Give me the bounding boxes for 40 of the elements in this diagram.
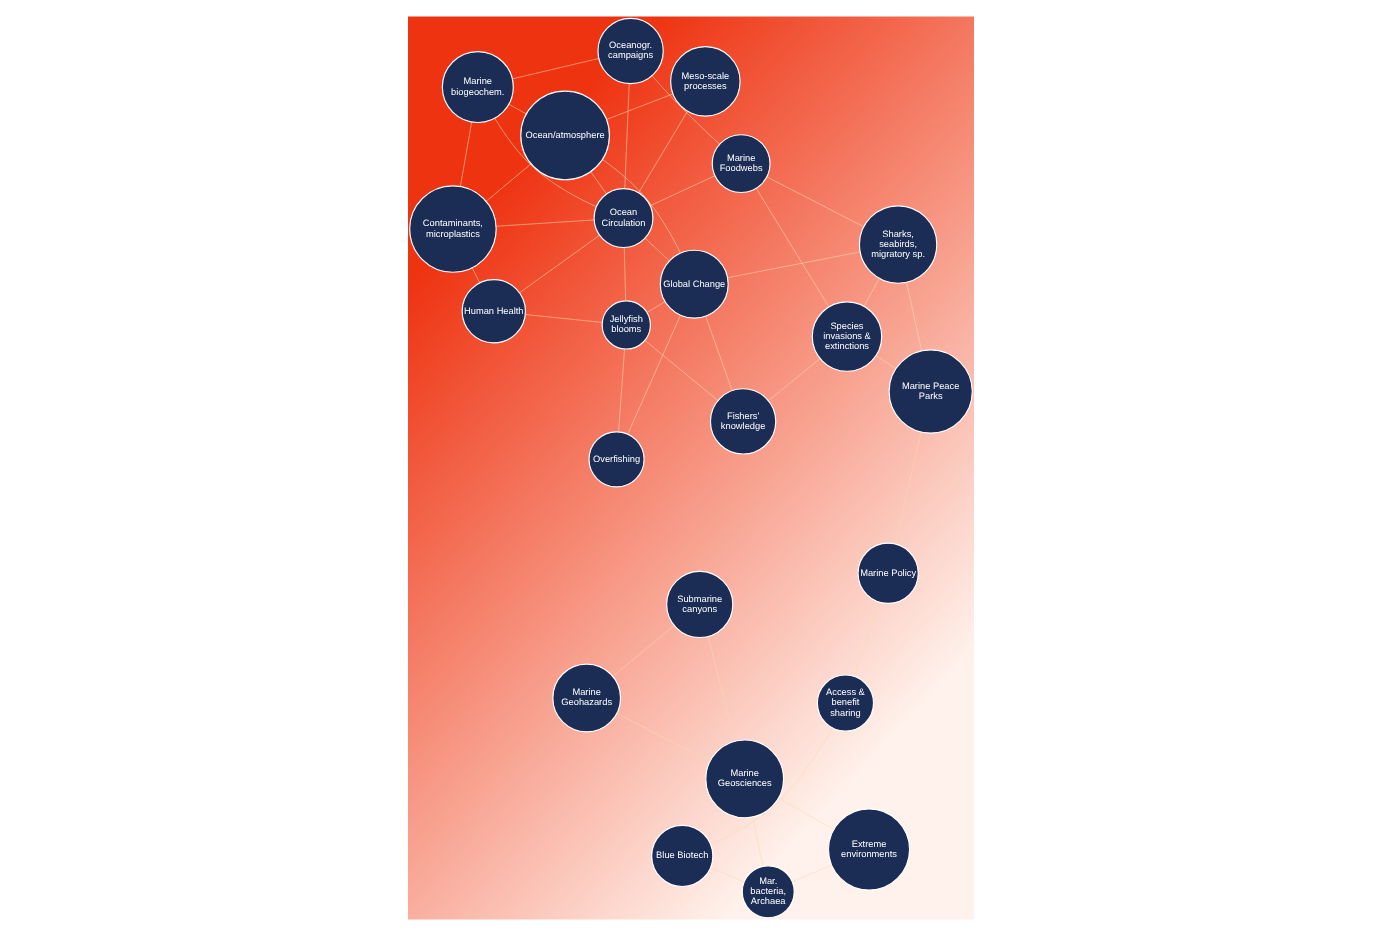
connector [601,159,680,254]
connector [470,267,479,284]
connector [626,315,680,435]
connector [862,278,879,307]
connector [511,58,599,80]
connector [767,358,820,401]
connector [494,219,594,227]
connector [615,713,710,762]
connector [893,431,921,545]
connector [709,867,744,882]
connector [623,247,625,302]
connector [484,163,531,202]
connector [589,171,606,195]
connector [611,625,674,677]
connector [852,601,878,677]
connector [645,301,665,313]
connector [637,110,687,194]
connector [709,727,832,845]
connector [874,355,896,369]
connector [617,348,624,432]
connector [523,314,602,323]
connector [605,93,673,120]
connector [648,175,715,206]
connector [751,816,763,867]
connector [518,235,599,293]
connector [643,340,718,401]
connector [905,281,921,352]
connector [623,83,629,189]
connector [791,864,831,882]
connector [704,315,732,391]
connector [643,238,669,262]
connector [726,251,860,278]
connector [493,118,596,207]
connector [777,797,833,830]
connector [754,188,829,308]
connector [706,636,735,742]
connector [459,121,471,187]
connector [650,75,719,145]
connector [765,176,863,228]
connector [507,104,526,115]
